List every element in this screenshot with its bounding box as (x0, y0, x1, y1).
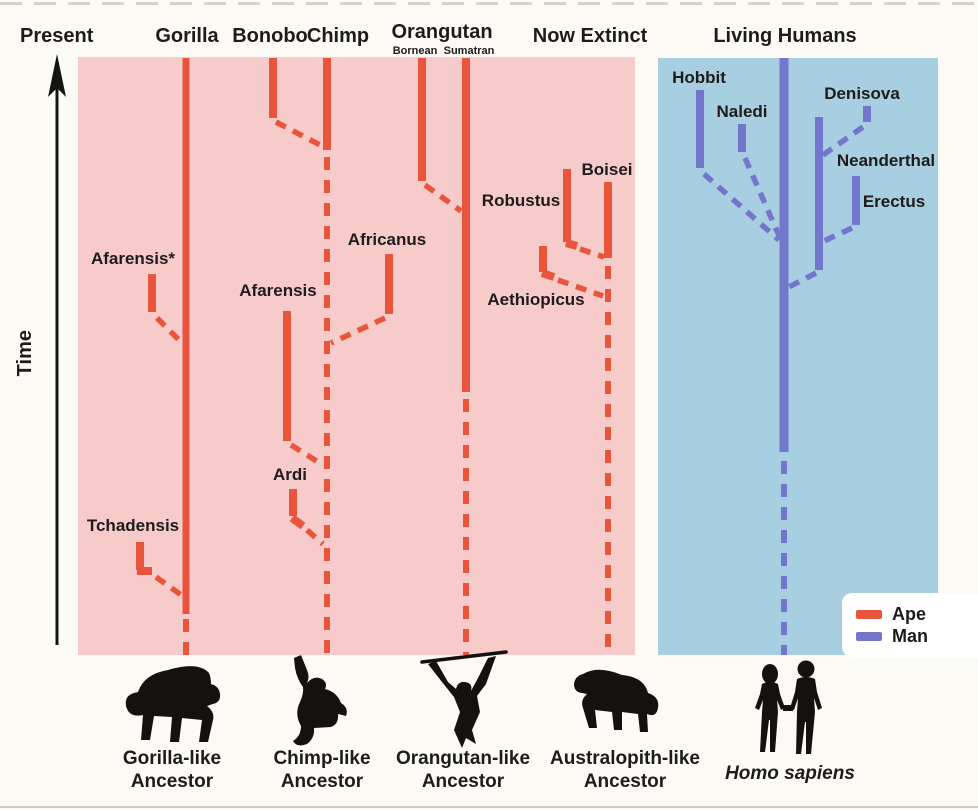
orangutan-ancestor-label: Orangutan-like Ancestor (395, 748, 531, 792)
afarensis-label: Afarensis (239, 281, 317, 300)
aethiopicus-label: Aethiopicus (487, 290, 585, 309)
homo-sapiens-label: Homo sapiens (725, 763, 855, 784)
hobbit-branch (696, 90, 781, 243)
neanderthal-label: Neanderthal (836, 151, 936, 170)
tchadensis-branch (136, 542, 186, 600)
present-label: Present (20, 25, 94, 47)
sumatran-label: Sumatran (443, 45, 495, 57)
gorilla-icon (125, 666, 221, 742)
denisova-label: Denisova (824, 84, 900, 103)
ardi-branch (289, 489, 325, 547)
afarensis-star-branch (148, 274, 185, 346)
robustus-branch (563, 169, 605, 260)
bonobo-label: Bonobo (232, 25, 308, 47)
neanderthal-branch (787, 117, 823, 290)
legend: Ape Man (842, 593, 978, 657)
africanus-label: Africanus (347, 230, 427, 249)
australopith-icon (574, 669, 659, 732)
ape-region-background (78, 57, 635, 655)
scan-artifact-top (0, 2, 978, 5)
bornean-label: Bornean (392, 45, 438, 57)
legend-man-label: Man (892, 625, 928, 646)
afarensis-star-label: Afarensis* (90, 249, 176, 268)
man-color-swatch (856, 631, 882, 641)
naledi-label: Naledi (716, 102, 768, 121)
scan-artifact-bottom (0, 806, 978, 808)
human-region-background (658, 58, 938, 655)
naledi-branch (738, 124, 783, 240)
chimp-icon (293, 655, 347, 746)
africanus-branch (329, 254, 393, 346)
living-humans-label: Living Humans (713, 25, 857, 47)
time-axis-label: Time (14, 330, 36, 377)
legend-item-ape: Ape (856, 603, 978, 625)
legend-ape-label: Ape (892, 603, 927, 624)
gorilla-label: Gorilla (155, 25, 219, 47)
boisei-label: Boisei (581, 160, 633, 179)
legend-item-man: Man (856, 625, 978, 647)
orangutan-icon (420, 650, 508, 748)
bonobo-lineage-line (269, 58, 324, 149)
ardi-label: Ardi (273, 465, 307, 484)
gorilla-ancestor-label: Gorilla-like Ancestor (122, 748, 222, 792)
erectus-label: Erectus (862, 192, 926, 211)
aethiopicus-branch (539, 246, 604, 299)
chimp-ancestor-label: Chimp-like Ancestor (273, 748, 371, 792)
time-axis (48, 54, 66, 645)
afarensis-branch (283, 311, 325, 468)
homo-sapiens-icon (755, 660, 822, 754)
orangutan-bornean-line (418, 58, 463, 214)
ape-color-swatch (856, 609, 882, 619)
hobbit-label: Hobbit (672, 68, 726, 87)
australopith-ancestor-label: Australopith-like Ancestor (550, 748, 700, 792)
now-extinct-label: Now Extinct (532, 25, 648, 47)
tchadensis-label: Tchadensis (86, 516, 180, 535)
erectus-branch (822, 176, 860, 244)
chimp-label: Chimp (306, 25, 370, 47)
orangutan-label: Orangutan (391, 21, 493, 43)
robustus-label: Robustus (481, 191, 561, 210)
denisova-branch (821, 106, 871, 158)
